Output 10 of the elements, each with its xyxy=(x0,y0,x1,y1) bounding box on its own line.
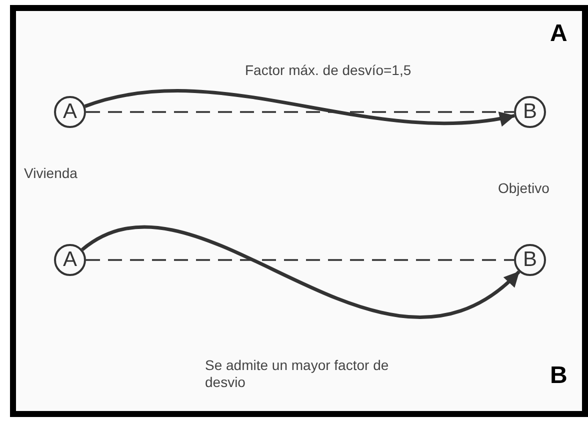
connector-line xyxy=(86,259,514,261)
place-label: Objetivo xyxy=(498,180,550,196)
panel-letter: A xyxy=(550,20,568,49)
note-text: Factor máx. de desvío=1,5 xyxy=(245,62,412,79)
note-text: Se admite un mayor factor de desvio xyxy=(205,357,390,391)
connector-line xyxy=(86,111,514,113)
arrow xyxy=(81,225,520,318)
place-label: Vivienda xyxy=(24,165,78,181)
panel-letter: B xyxy=(550,362,568,391)
arrow xyxy=(84,89,516,126)
